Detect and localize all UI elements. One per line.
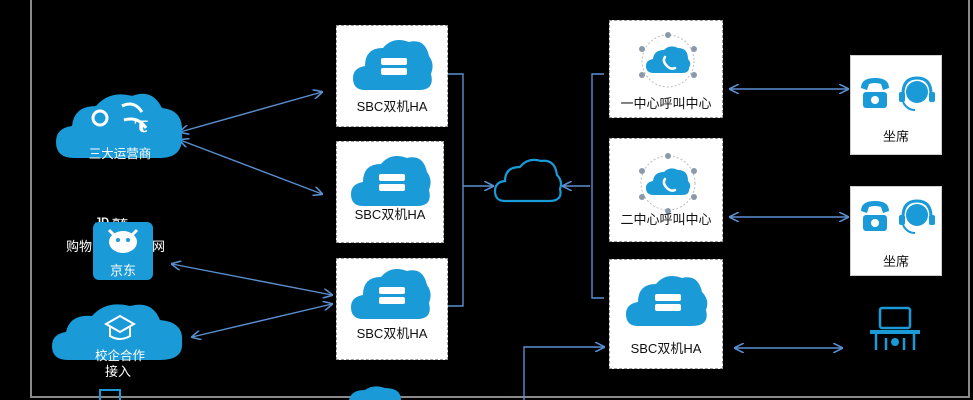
agent-box-1: 坐席 (850, 55, 942, 155)
call-center-label: 二中心呼叫中心 (620, 212, 712, 227)
cloud-icon (493, 158, 563, 203)
telephone-headset-icon (861, 199, 935, 234)
carriers-label: 三大运营商 (88, 147, 152, 161)
agent-label: 坐席 (882, 129, 909, 144)
agent-label: 坐席 (882, 254, 909, 269)
link-sbc-bracket (448, 73, 464, 307)
campus-cloud-icon (52, 304, 183, 360)
call-center-box-2: 二中心呼叫中心 (609, 138, 723, 242)
jd-badge-text: 京东 (109, 263, 136, 278)
jd-label-left: 购物 (66, 239, 93, 254)
jd-mascot-icon (107, 228, 139, 253)
sbc-box-4: SBC双机HA (609, 259, 723, 369)
office-desk-icon (870, 306, 920, 350)
link-carriers-sbc1 (180, 92, 322, 132)
link-carriers-sbc2 (180, 140, 322, 194)
phone-cloud-icon (639, 32, 697, 88)
link-bottom-sbc4 (523, 347, 604, 400)
server-cloud-icon (626, 276, 708, 326)
sbc-box-3: SBC双机HA (336, 258, 448, 360)
campus-label: 校企合作 (94, 349, 145, 363)
sbc-box-1: SBC双机HA (336, 25, 448, 127)
partial-cloud-icon (349, 386, 401, 400)
call-center-label: 一中心呼叫中心 (620, 96, 712, 111)
phone-cloud-icon (639, 153, 697, 214)
sbc-box-2: SBC双机HA (336, 141, 444, 243)
jd-label-right: 网 (152, 239, 166, 254)
graduation-cap-icon (103, 314, 137, 340)
svg-text:τ: τ (134, 112, 149, 138)
sbc-label: SBC双机HA (356, 99, 428, 114)
link-centers-bracket (591, 73, 604, 299)
sbc-label: SBC双机HA (354, 207, 426, 222)
partial-device-icon (99, 389, 121, 400)
server-cloud-icon (351, 156, 431, 206)
link-jd-sbc3 (172, 264, 332, 295)
sbc-label: SBC双机HA (630, 341, 702, 356)
link-campus-sbc3 (192, 304, 332, 337)
agent-box-2: 坐席 (850, 186, 942, 276)
call-center-box-1: 一中心呼叫中心 (609, 20, 723, 118)
jd-badge: 京东 (93, 222, 153, 280)
server-cloud-icon (353, 40, 433, 90)
campus-label-2: 接入 (105, 364, 132, 379)
carriers-cloud-icon: τ (56, 93, 183, 158)
diagram-frame (30, 0, 970, 398)
server-cloud-icon (351, 269, 431, 319)
sbc-label: SBC双机HA (356, 326, 428, 341)
telephone-headset-icon (861, 76, 935, 111)
